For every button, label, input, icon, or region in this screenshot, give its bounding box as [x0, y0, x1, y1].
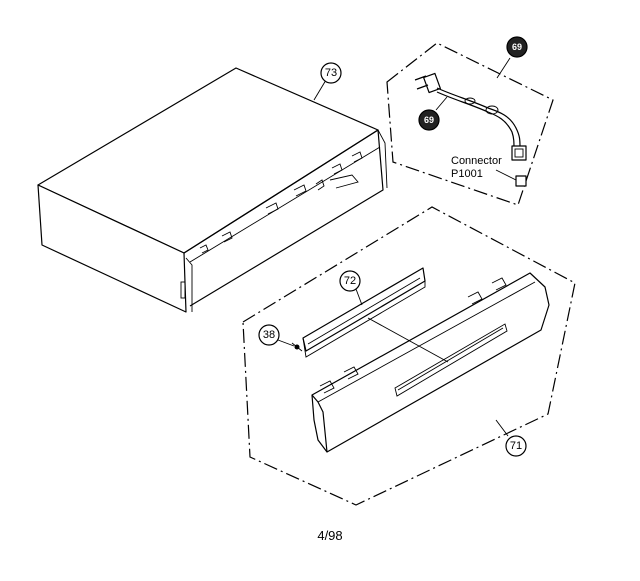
callout-71: [505, 435, 527, 457]
callout-38: [258, 324, 280, 346]
display-window: [302, 267, 426, 358]
front-panel: [311, 272, 550, 453]
power-cord-group: 69 69 Connector P1001: [386, 36, 554, 206]
front-panel-group: 38 72 71: [242, 206, 576, 506]
callout-73-label: 73: [325, 67, 337, 79]
callout-69-top-label: 69: [512, 42, 522, 52]
page-number: 4/98: [317, 528, 343, 543]
connector-label: Connector: [451, 155, 502, 167]
callout-69-mid: [418, 109, 440, 131]
callout-38-label: 38: [263, 329, 275, 341]
callout-73: [320, 62, 342, 84]
callout-72: [339, 270, 361, 292]
top-cover: 73: [37, 62, 388, 313]
callout-72-label: 72: [344, 275, 356, 287]
connector-id-label: P1001: [451, 168, 483, 180]
callout-69-top: [506, 36, 528, 58]
callout-71-label: 71: [510, 440, 522, 452]
callout-69-mid-label: 69: [424, 115, 434, 125]
screw: [291, 342, 303, 352]
